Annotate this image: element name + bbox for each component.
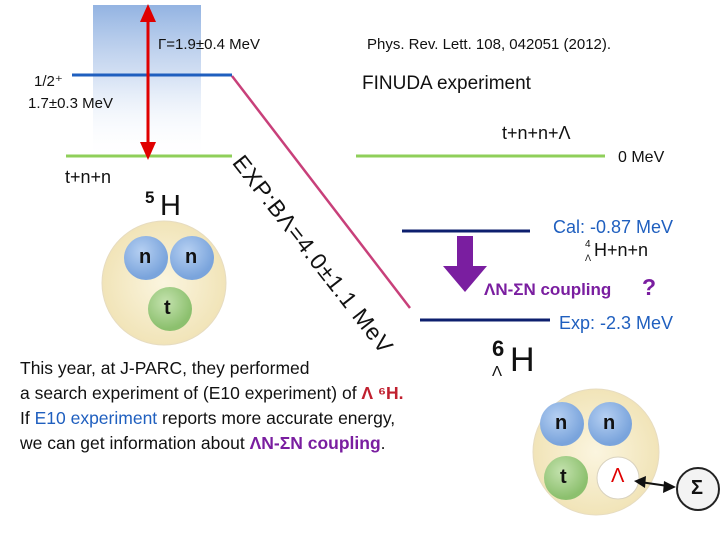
- h6-triton-label: t: [560, 466, 567, 488]
- h6-neutron-2: [588, 402, 632, 446]
- cal-energy-label: Cal: -0.87 MeV: [553, 217, 674, 237]
- cal-channel-label: 4 Λ H+n+n: [584, 239, 649, 263]
- tnnL-label: t+n+n+Λ: [502, 123, 571, 143]
- body-line-2-text: a search experiment of (E10 experiment) …: [20, 383, 362, 403]
- width-arrow-up-head: [140, 4, 156, 22]
- body-line-2-nucleus: Λ ⁶H.: [361, 383, 404, 403]
- sigma-arrow-head-right: [663, 481, 676, 493]
- tnn-label: t+n+n: [65, 167, 112, 187]
- width-label: Γ=1.9±0.4 MeV: [158, 36, 260, 53]
- body-line-3-end: reports more accurate energy,: [157, 408, 396, 428]
- h6-neutron-1-label: n: [555, 412, 568, 434]
- body-line-4: we can get information about ΛN-ΣN coupl…: [20, 431, 386, 456]
- body-line-4-end: .: [380, 433, 386, 453]
- h5-triton-label: t: [164, 297, 171, 319]
- h5-symbol: H: [160, 190, 181, 222]
- h5-neutron-2-label: n: [185, 246, 198, 268]
- exp-energy-label: Exp: -2.3 MeV: [559, 313, 674, 333]
- resonance-spin-label: 1/2⁺: [34, 73, 63, 90]
- body-line-2: a search experiment of (E10 experiment) …: [20, 381, 404, 406]
- body-line-3: If E10 experiment reports more accurate …: [20, 406, 395, 431]
- h6-symbol: H: [510, 341, 535, 379]
- cal-channel-rest: H+n+n: [594, 240, 649, 260]
- h5-mass-number: 5: [145, 188, 155, 207]
- reference-label: Phys. Rev. Lett. 108, 042051 (2012).: [367, 36, 612, 53]
- cal-channel-lambda: Λ: [585, 253, 592, 263]
- coupling-question-mark: ?: [642, 274, 657, 300]
- body-line-3-e10: E10 experiment: [34, 408, 158, 428]
- h5-triton: [148, 287, 192, 331]
- h5-neutron-1-label: n: [139, 246, 152, 268]
- sigma-circle: [676, 467, 720, 511]
- cal-channel-mass: 4: [585, 239, 591, 250]
- sigma-label: Σ: [691, 477, 704, 499]
- body-line-4-coupling: ΛN-ΣN coupling: [249, 433, 381, 453]
- experiment-label: FINUDA experiment: [362, 73, 531, 94]
- h6-lambda: [596, 456, 640, 500]
- coupling-arrow-shaft: [457, 236, 473, 268]
- sigma-arrow-head-left: [634, 476, 646, 488]
- coupling-label: ΛN-ΣN coupling: [484, 280, 612, 299]
- h6-neutron-2-label: n: [603, 412, 616, 434]
- h6-lambda-label: Λ: [611, 465, 625, 487]
- width-arrow-down-head: [140, 142, 156, 160]
- connection-line: [231, 75, 411, 309]
- body-line-4-start: we can get information about: [20, 433, 250, 453]
- resonance-energy-label: 1.7±0.3 MeV: [28, 95, 113, 112]
- body-line-3-start: If: [20, 408, 35, 428]
- coupling-arrow-head: [443, 266, 487, 292]
- h5-neutron-2: [170, 236, 214, 280]
- h5-neutron-1: [124, 236, 168, 280]
- body-line-1: This year, at J-PARC, they performed: [20, 358, 310, 378]
- h6-lambda-subscript: Λ: [492, 363, 503, 380]
- h6-mass-number: 6: [492, 336, 505, 361]
- zero-energy-label: 0 MeV: [618, 149, 665, 166]
- h6-neutron-1: [540, 402, 584, 446]
- h6-triton: [544, 456, 588, 500]
